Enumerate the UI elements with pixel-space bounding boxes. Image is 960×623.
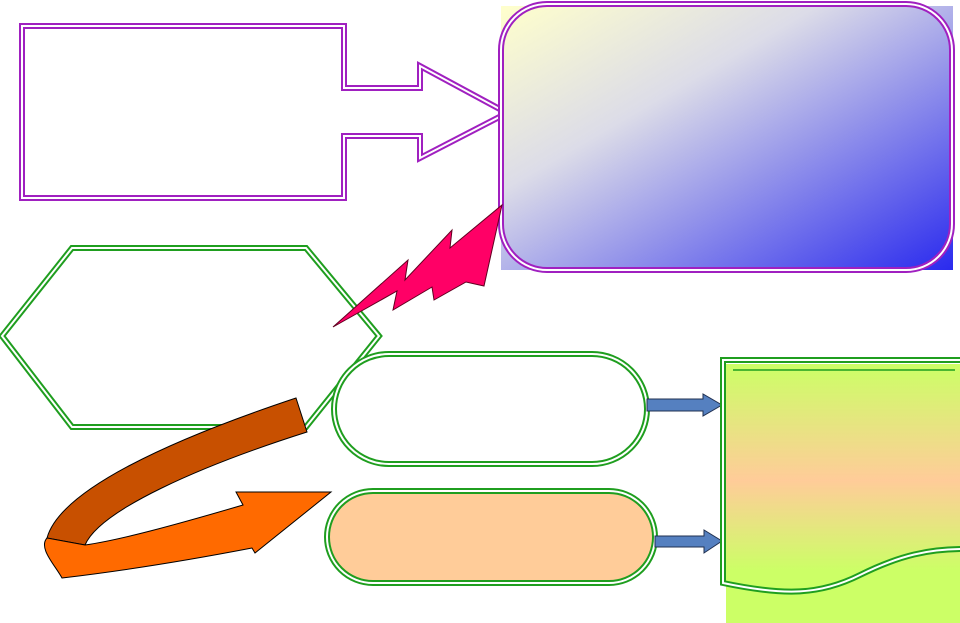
block-arrow-icon [654, 529, 723, 554]
callout-box [19, 23, 514, 201]
capsule-top [331, 351, 650, 467]
block-arrow-icon [646, 393, 723, 417]
gradient-panel [498, 1, 955, 273]
hexagon [0, 245, 383, 430]
capsule-bottom [324, 488, 658, 586]
lightning-bolt-icon [332, 203, 503, 328]
curved-arrow-icon [44, 397, 333, 579]
document-shape [720, 357, 960, 623]
